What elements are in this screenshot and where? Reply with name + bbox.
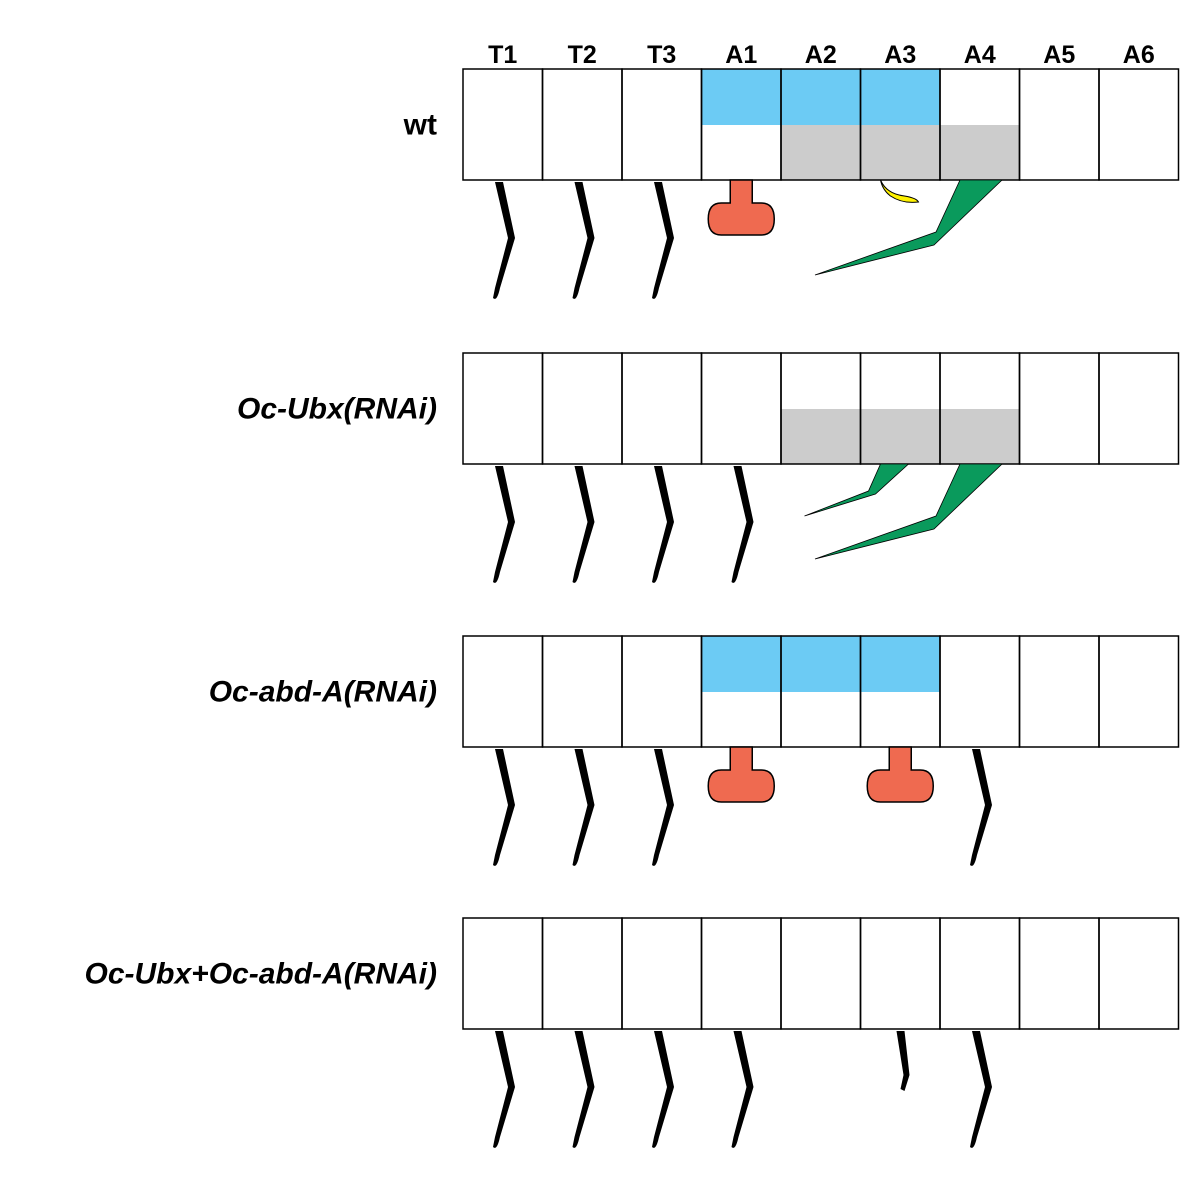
red-appendage-icon bbox=[866, 746, 935, 803]
segment-label-t2: T2 bbox=[568, 41, 597, 69]
leg-icon bbox=[652, 1031, 674, 1148]
gray-band bbox=[940, 125, 1020, 180]
leg-icon bbox=[572, 1031, 595, 1148]
leg-icon bbox=[493, 749, 515, 866]
leg-icon bbox=[493, 182, 515, 299]
blue-band bbox=[701, 69, 781, 125]
segment-box bbox=[463, 636, 543, 747]
condition-row: Oc-Ubx+Oc-abd-A(RNAi) bbox=[84, 917, 1180, 1148]
segment-box bbox=[1019, 353, 1099, 464]
segment-box bbox=[463, 353, 543, 464]
segment-box bbox=[701, 918, 781, 1029]
segment-box bbox=[463, 918, 543, 1029]
segment-box bbox=[860, 918, 940, 1029]
segment-box bbox=[622, 353, 702, 464]
yellow-appendage-icon bbox=[880, 179, 920, 203]
red-appendage-icon bbox=[707, 746, 776, 803]
leg-icon bbox=[652, 182, 674, 299]
leg-icon bbox=[652, 749, 674, 866]
row-label: wt bbox=[403, 109, 437, 142]
segment-label-a3: A3 bbox=[884, 41, 916, 69]
green-appendage-icon bbox=[814, 463, 1003, 560]
leg-icon bbox=[970, 1031, 992, 1148]
condition-row: Oc-Ubx(RNAi) bbox=[237, 352, 1180, 583]
red-appendage-icon bbox=[707, 179, 776, 236]
segment-outline bbox=[1098, 917, 1180, 1030]
leg-icon bbox=[731, 466, 754, 583]
segment-box bbox=[542, 353, 622, 464]
segment-label-row: T1 T2 T3 A1 A2 A3 A4 A5 A6 bbox=[488, 41, 1155, 69]
segment-box bbox=[940, 918, 1020, 1029]
segment-box bbox=[701, 353, 781, 464]
segment-label-a6: A6 bbox=[1123, 41, 1155, 69]
segment-box bbox=[781, 918, 861, 1029]
segment-box bbox=[622, 636, 702, 747]
segment-label-t1: T1 bbox=[488, 41, 517, 69]
row-label: Oc-Ubx+Oc-abd-A(RNAi) bbox=[84, 958, 437, 991]
segment-box bbox=[622, 69, 702, 180]
green-appendage-icon bbox=[814, 179, 1003, 276]
segment-box bbox=[1099, 636, 1179, 747]
gray-band bbox=[781, 409, 861, 464]
leg-icon bbox=[493, 466, 515, 583]
leg-icon bbox=[572, 749, 595, 866]
green-appendage-icon bbox=[804, 463, 910, 517]
row-label: Oc-Ubx(RNAi) bbox=[237, 393, 437, 426]
segment-box bbox=[463, 69, 543, 180]
blue-band bbox=[781, 636, 861, 692]
leg-icon bbox=[731, 1031, 754, 1148]
condition-row: Oc-abd-A(RNAi) bbox=[209, 635, 1180, 866]
segment-box bbox=[622, 918, 702, 1029]
leg-icon bbox=[493, 1031, 515, 1148]
row-label: Oc-abd-A(RNAi) bbox=[209, 676, 437, 709]
condition-row: wt bbox=[403, 68, 1180, 299]
segment-box bbox=[1099, 353, 1179, 464]
segment-outline bbox=[1098, 68, 1180, 181]
segment-box bbox=[542, 636, 622, 747]
blue-band bbox=[860, 69, 940, 125]
gray-band bbox=[860, 409, 940, 464]
segment-label-a2: A2 bbox=[805, 41, 837, 69]
blue-band bbox=[860, 636, 940, 692]
segment-outline bbox=[1098, 635, 1180, 748]
blue-band bbox=[781, 69, 861, 125]
segment-outline bbox=[1098, 352, 1180, 465]
blue-band bbox=[701, 636, 781, 692]
segment-box bbox=[1099, 69, 1179, 180]
segment-box bbox=[542, 69, 622, 180]
segment-label-t3: T3 bbox=[647, 41, 676, 69]
segment-box bbox=[940, 636, 1020, 747]
segment-box bbox=[1019, 918, 1099, 1029]
segment-label-a1: A1 bbox=[725, 41, 757, 69]
leg-icon bbox=[572, 466, 595, 583]
leg-icon bbox=[572, 182, 595, 299]
leg-icon bbox=[896, 1031, 910, 1091]
segment-box bbox=[1019, 636, 1099, 747]
segment-label-a5: A5 bbox=[1043, 41, 1075, 69]
gray-band bbox=[781, 125, 861, 180]
segment-box bbox=[1019, 69, 1099, 180]
segment-label-a4: A4 bbox=[964, 41, 996, 69]
segment-box bbox=[542, 918, 622, 1029]
leg-icon bbox=[652, 466, 674, 583]
gray-band bbox=[940, 409, 1020, 464]
leg-icon bbox=[970, 749, 992, 866]
segment-box bbox=[1099, 918, 1179, 1029]
gray-band bbox=[860, 125, 940, 180]
